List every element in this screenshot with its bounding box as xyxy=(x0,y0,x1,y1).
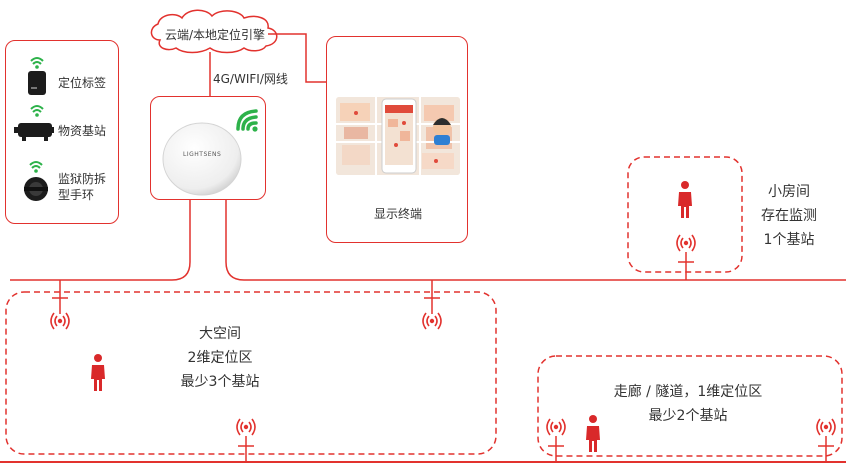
display-terminal-panel: 显示终端 xyxy=(326,36,468,243)
tag-label: 监狱防拆型手环 xyxy=(58,172,107,202)
cloud-shape xyxy=(150,9,278,54)
tag-label: 物资基站 xyxy=(58,124,107,138)
zone-corridor xyxy=(537,355,843,457)
display-screen-image xyxy=(336,97,460,175)
tag-item-asset-station: 物资基站 xyxy=(6,103,106,143)
zone-subtitle: 存在监测 xyxy=(761,208,817,224)
zone-title: 走廊 / 隧道，1维定位区 xyxy=(613,384,763,400)
tag-label: 定位标签 xyxy=(58,76,107,90)
person-icon xyxy=(91,354,105,391)
zone-small-room xyxy=(627,156,743,273)
tag-device-panel: 定位标签 物资基站 监狱防拆型手环 xyxy=(5,40,119,224)
tag-item-locator: 定位标签 xyxy=(6,55,106,95)
zone-requirement: 最少3个基站 xyxy=(180,374,260,390)
beacon-icon xyxy=(546,418,566,436)
zone-subtitle: 2维定位区 xyxy=(187,350,253,366)
zone-big-space-text: 大空间 2维定位区 最少3个基站 xyxy=(170,322,270,394)
asset-station-icon xyxy=(14,105,54,141)
zone-small-room-text: 小房间 存在监测 1个基站 xyxy=(744,180,834,252)
beacon-icon xyxy=(676,234,696,252)
zone-requirement: 1个基站 xyxy=(763,232,815,248)
zone-title: 小房间 xyxy=(768,184,810,200)
person-icon xyxy=(678,181,692,218)
cloud-label: 云端/本地定位引擎 xyxy=(164,28,266,42)
zone-title: 大空间 xyxy=(199,326,241,342)
network-label: 4G/WIFI/网线 xyxy=(213,72,288,86)
person-icon xyxy=(586,415,600,452)
beacon-icon xyxy=(816,418,836,436)
locator-tag-icon xyxy=(28,57,46,95)
display-label: 显示终端 xyxy=(373,207,422,221)
beacon-icon xyxy=(236,418,256,436)
wifi-signal-icon xyxy=(236,109,258,132)
zone-corridor-text: 走廊 / 隧道，1维定位区 最少2个基站 xyxy=(588,380,788,428)
zone-requirement: 最少2个基站 xyxy=(648,408,728,424)
wristband-icon xyxy=(24,161,48,201)
base-unit-logo: LIGHTSENS xyxy=(183,151,222,158)
base-unit-panel: LIGHTSENS xyxy=(150,96,266,200)
beacon-icon xyxy=(422,312,442,330)
beacon-icon xyxy=(50,312,70,330)
base-unit-device-icon xyxy=(162,122,242,196)
map-screenshot-graphic xyxy=(336,97,460,175)
tag-item-prison-wristband: 监狱防拆型手环 xyxy=(6,159,106,202)
zone-big-space xyxy=(5,291,497,455)
